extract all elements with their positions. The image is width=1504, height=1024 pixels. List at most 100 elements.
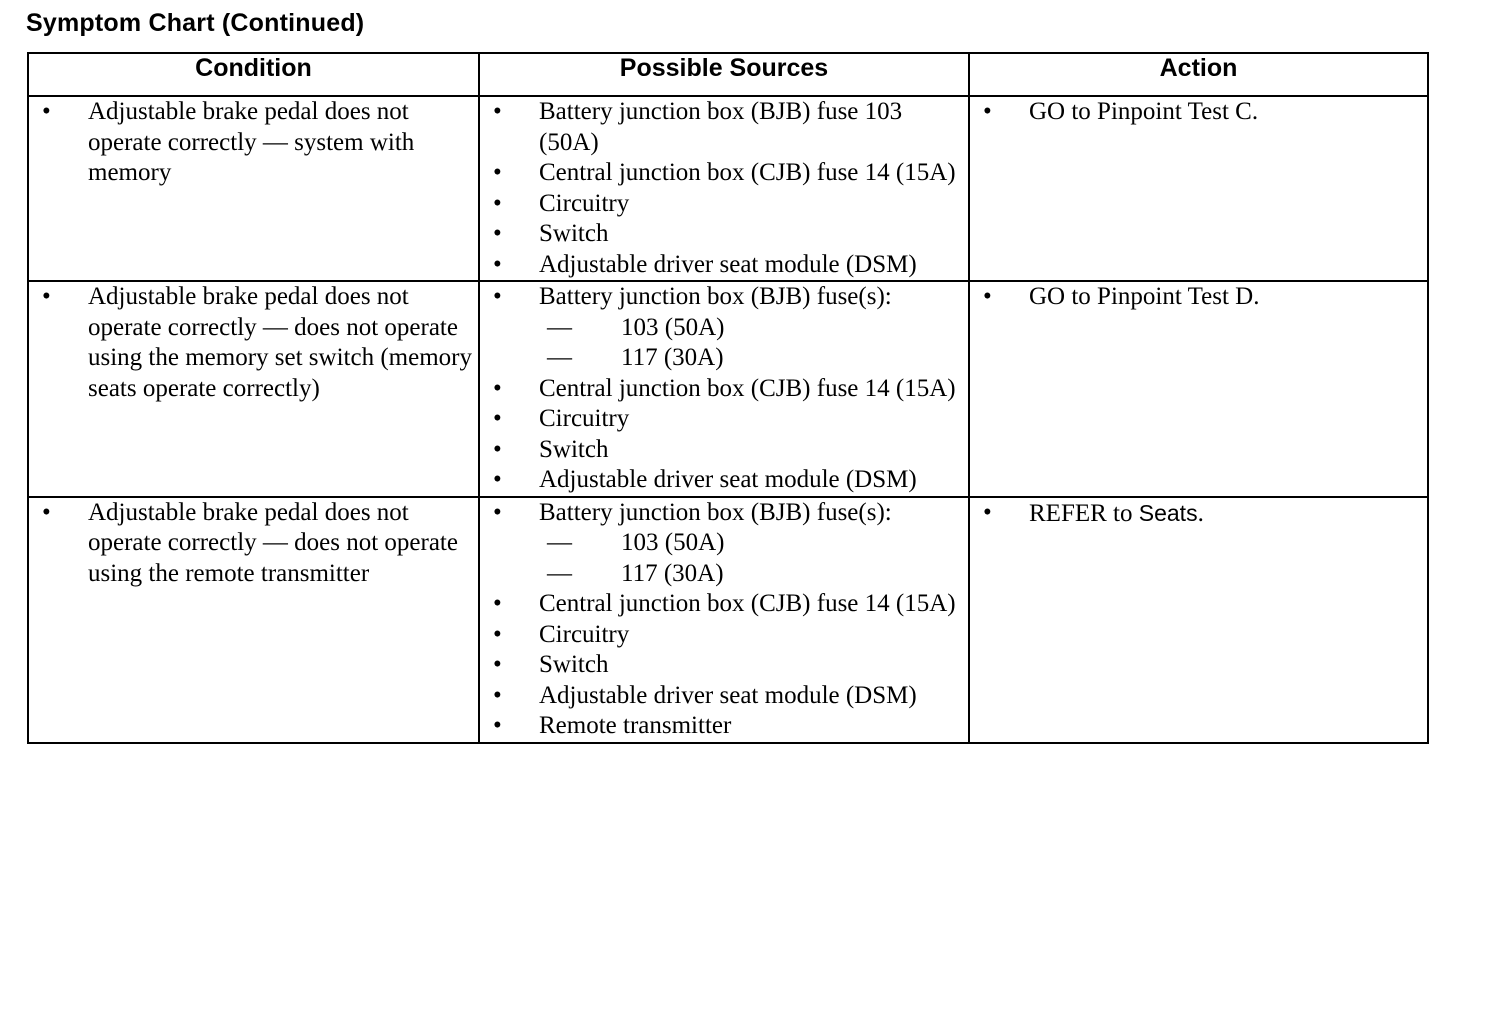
source-subitem: —103 (50A) xyxy=(539,528,968,559)
source-item: • Battery junction box (BJB) fuse(s):—103… xyxy=(480,498,968,590)
bullet-point-icon: • xyxy=(493,220,502,247)
action-reference-term[interactable]: Seats xyxy=(1138,499,1198,526)
source-text: Battery junction box (BJB) fuse(s): xyxy=(539,498,892,526)
source-text: Circuitry xyxy=(539,189,630,217)
possible-sources-list: • Battery junction box (BJB) fuse(s):—103… xyxy=(480,498,968,742)
action-cell: • GO to Pinpoint Test D. xyxy=(968,280,1429,498)
column-header-action: Action xyxy=(968,52,1429,97)
possible-sources-list: • Battery junction box (BJB) fuse(s): —103… xyxy=(480,282,968,496)
source-text: Adjustable driver seat module (DSM) xyxy=(539,681,917,709)
source-text: Central junction box (CJB) fuse 14 (15A) xyxy=(539,159,956,186)
bullet-point-icon: • xyxy=(983,498,992,526)
bullet-point-icon: • xyxy=(493,435,502,463)
action-lead-text: REFER to xyxy=(1029,499,1139,527)
condition-text: Adjustable brake pedal does not operate … xyxy=(88,98,415,186)
source-subitem-text: 117 (30A) xyxy=(621,344,724,371)
source-item: •Battery junction box (BJB) fuse 103 (50… xyxy=(480,97,968,158)
em-dash-icon: — xyxy=(547,529,572,556)
condition-list: • Adjustable brake pedal does not operate… xyxy=(29,97,478,189)
possible-sources-cell: • Battery junction box (BJB) fuse(s):—103… xyxy=(478,495,970,744)
source-text: Adjustable driver seat module (DSM) xyxy=(539,250,917,278)
bullet-point-icon: • xyxy=(493,283,502,310)
condition-list: •Adjustable brake pedal does not operate… xyxy=(29,282,478,404)
condition-text: Adjustable brake pedal does not operate … xyxy=(88,498,458,587)
source-item: • Adjustable driver seat module (DSM) xyxy=(480,465,968,496)
bullet-point-icon: • xyxy=(42,98,51,125)
em-dash-icon: — xyxy=(547,313,572,341)
condition-cell: • Adjustable brake pedal does not operate… xyxy=(27,495,480,744)
possible-sources-cell: • Battery junction box (BJB) fuse 103 (50… xyxy=(478,95,970,282)
source-text: Circuitry xyxy=(539,620,630,648)
symptom-chart-table: Condition Possible Sources Action • Adjus… xyxy=(27,52,1429,744)
table-row: • Adjustable brake pedal does not operate… xyxy=(27,495,1429,744)
bullet-point-icon: • xyxy=(983,283,992,310)
source-sublist: —103 (50A)— 117 (30A) xyxy=(539,528,968,589)
bullet-point-icon: • xyxy=(493,405,502,432)
source-text: Switch xyxy=(539,651,609,678)
action-list: • GO to Pinpoint Test D. xyxy=(970,282,1427,313)
source-item: • Battery junction box (BJB) fuse(s): —103… xyxy=(480,282,968,374)
action-lead-text: GO to Pinpoint Test C. xyxy=(1029,98,1259,125)
source-text: Switch xyxy=(539,220,609,247)
bullet-point-icon: • xyxy=(493,374,502,402)
source-subitem: —103 (50A) xyxy=(539,313,968,344)
bullet-point-icon: • xyxy=(493,712,502,739)
condition-item: •Adjustable brake pedal does not operate… xyxy=(29,282,478,404)
bullet-point-icon: • xyxy=(493,189,502,217)
possible-sources-cell: • Battery junction box (BJB) fuse(s): —103… xyxy=(478,280,970,498)
source-text: Battery junction box (BJB) fuse 103 (50A… xyxy=(539,98,903,156)
source-item: • Circuitry xyxy=(480,620,968,651)
source-text: Battery junction box (BJB) fuse(s): xyxy=(539,283,892,310)
column-header-condition: Condition xyxy=(27,52,480,97)
source-item: • Switch xyxy=(480,219,968,250)
action-item: • REFER to Seats. xyxy=(970,498,1427,530)
source-item: • Switch xyxy=(480,650,968,681)
action-text: GO to Pinpoint Test D. xyxy=(1029,282,1427,313)
action-item: • GO to Pinpoint Test D. xyxy=(970,282,1427,313)
source-sublist: —103 (50A)— 117 (30A) xyxy=(539,313,968,374)
action-cell: • GO to Pinpoint Test C. xyxy=(968,95,1429,282)
action-text: GO to Pinpoint Test C. xyxy=(1029,97,1427,128)
bullet-point-icon: • xyxy=(493,590,502,617)
bullet-point-icon: • xyxy=(493,498,502,526)
action-list: • REFER to Seats. xyxy=(970,498,1427,530)
page-title: Symptom Chart (Continued) xyxy=(26,9,365,37)
source-item: • Central junction box (CJB) fuse 14 (15A… xyxy=(480,589,968,620)
source-text: Circuitry xyxy=(539,405,630,432)
condition-item: • Adjustable brake pedal does not operate… xyxy=(29,97,478,189)
bullet-point-icon: • xyxy=(493,620,502,648)
source-item: • Adjustable driver seat module (DSM) xyxy=(480,681,968,712)
em-dash-icon: — xyxy=(547,344,572,371)
table-row: • Adjustable brake pedal does not operate… xyxy=(27,95,1429,282)
source-text: Remote transmitter xyxy=(539,712,732,739)
condition-cell: • Adjustable brake pedal does not operate… xyxy=(27,95,480,282)
bullet-point-icon: • xyxy=(493,651,502,678)
source-item: • Switch xyxy=(480,435,968,466)
action-lead-text: GO to Pinpoint Test D. xyxy=(1029,283,1260,310)
action-tail-text: . xyxy=(1197,499,1204,527)
table-row: •Adjustable brake pedal does not operate… xyxy=(27,280,1429,498)
source-text: Adjustable driver seat module (DSM) xyxy=(539,466,917,493)
source-subitem: — 117 (30A) xyxy=(539,343,968,374)
bullet-point-icon: • xyxy=(42,498,51,526)
bullet-point-icon: • xyxy=(493,681,502,709)
source-text: Central junction box (CJB) fuse 14 (15A) xyxy=(539,590,956,617)
possible-sources-list: • Battery junction box (BJB) fuse 103 (50… xyxy=(480,97,968,280)
source-text: Central junction box (CJB) fuse 14 (15A) xyxy=(539,374,956,402)
action-text: REFER to Seats. xyxy=(1029,498,1427,530)
bullet-point-icon: • xyxy=(983,98,992,125)
source-item: • Remote transmitter xyxy=(480,711,968,742)
source-text: Switch xyxy=(539,435,609,463)
bullet-point-icon: • xyxy=(42,283,51,310)
column-header-possible-sources: Possible Sources xyxy=(478,52,970,97)
bullet-point-icon: • xyxy=(493,466,502,493)
source-item: • Circuitry xyxy=(480,404,968,435)
bullet-point-icon: • xyxy=(493,250,502,278)
table-header: Condition Possible Sources Action xyxy=(27,52,1429,97)
table-body: • Adjustable brake pedal does not operate… xyxy=(27,95,1429,744)
source-subitem-text: 117 (30A) xyxy=(621,559,724,587)
condition-cell: •Adjustable brake pedal does not operate… xyxy=(27,280,480,498)
em-dash-icon: — xyxy=(547,559,572,587)
action-cell: • REFER to Seats. xyxy=(968,495,1429,744)
